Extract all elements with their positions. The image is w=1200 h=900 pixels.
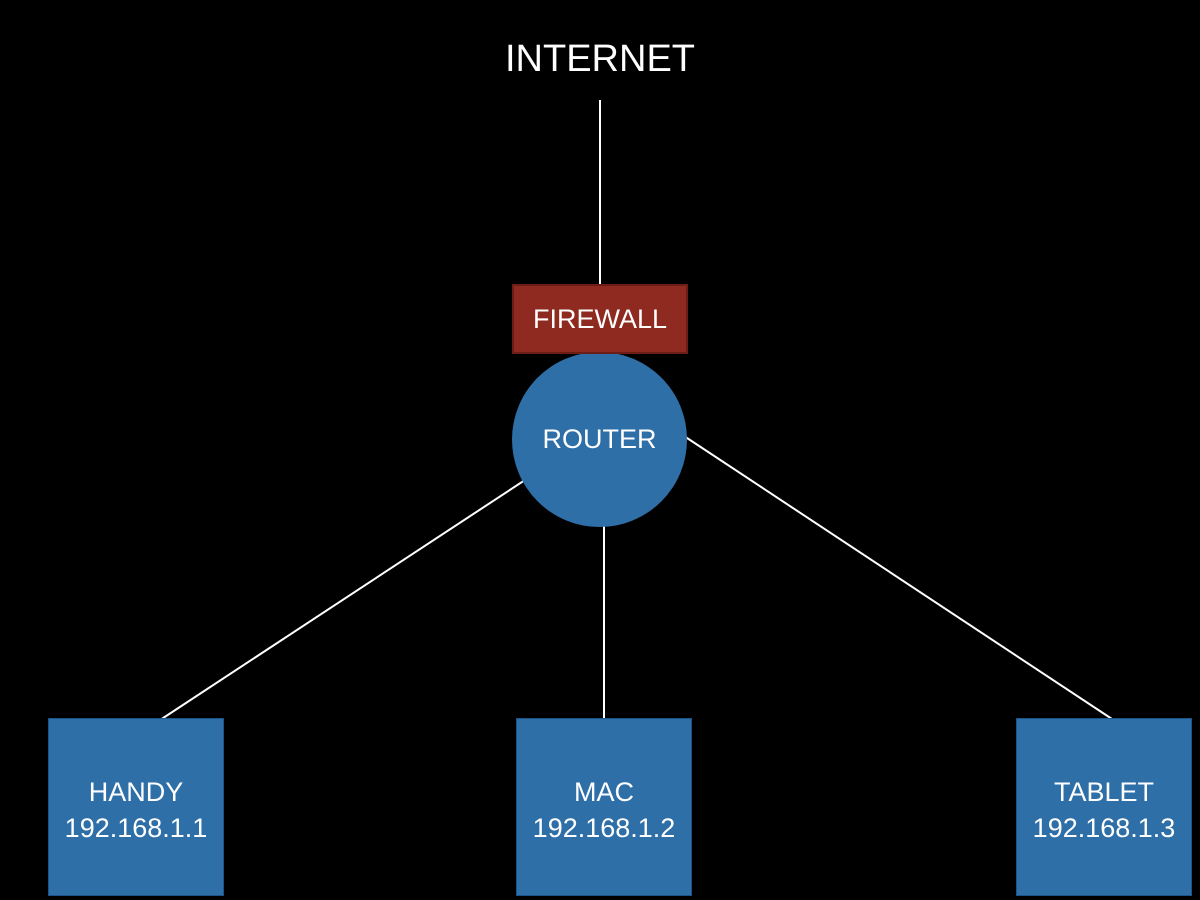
internet-label: INTERNET (505, 38, 695, 80)
device-ip: 192.168.1.2 (532, 813, 676, 843)
router-node: ROUTER (512, 352, 687, 527)
device-handy: HANDY 192.168.1.1 (48, 718, 224, 896)
device-mac: MAC 192.168.1.2 (516, 718, 692, 896)
device-name: HANDY (88, 777, 184, 807)
firewall-box: FIREWALL (512, 284, 688, 354)
device-name: MAC (574, 777, 634, 807)
device-tablet: TABLET 192.168.1.3 (1016, 718, 1192, 896)
router-label: ROUTER (542, 424, 657, 454)
router-to-handy-line (150, 479, 526, 727)
device-ip: 192.168.1.3 (1032, 813, 1176, 843)
device-name: TABLET (1053, 777, 1155, 807)
firewall-label: FIREWALL (532, 303, 668, 334)
device-ip: 192.168.1.1 (64, 813, 208, 843)
router-to-tablet-line (683, 435, 1113, 720)
